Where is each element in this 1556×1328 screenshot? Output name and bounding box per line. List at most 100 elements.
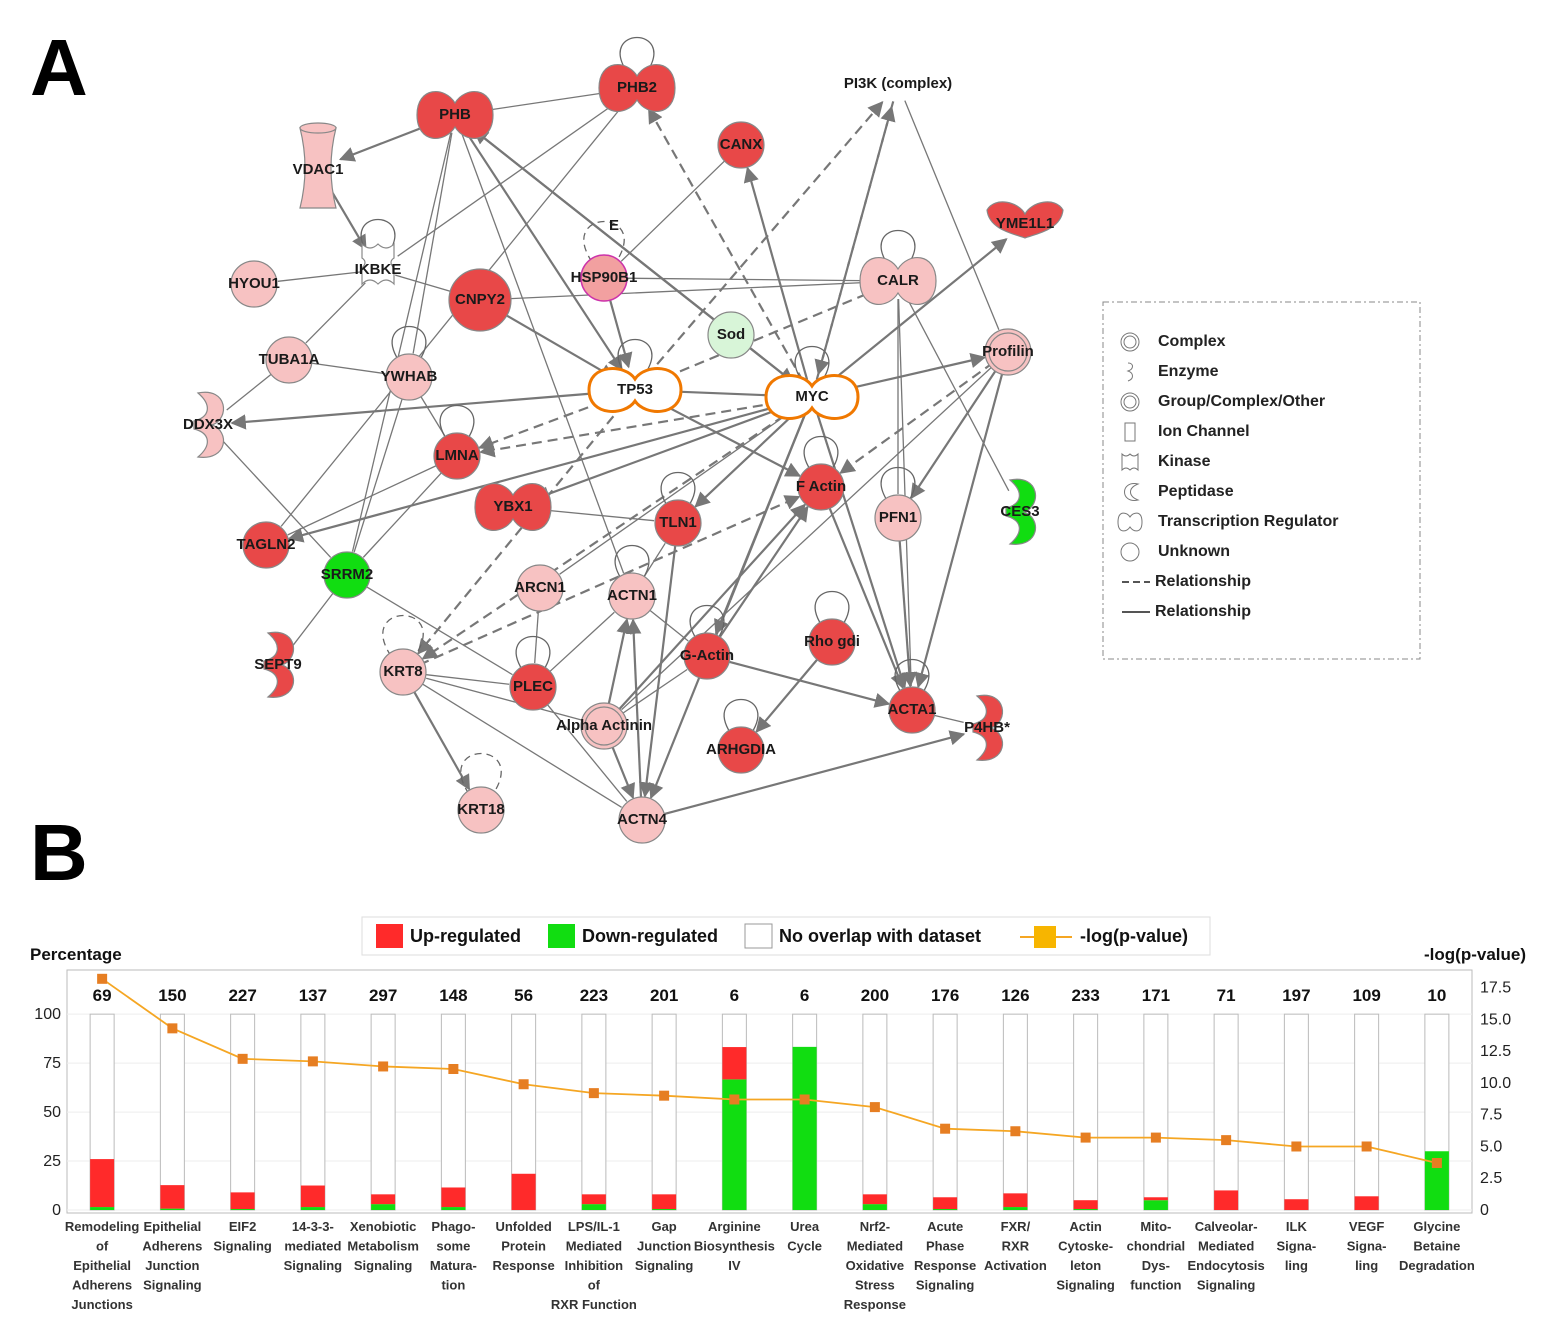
- network-node-tp53[interactable]: TP53: [587, 367, 683, 413]
- network-node-phb[interactable]: PHB: [416, 91, 494, 139]
- category-label: Acute: [927, 1219, 963, 1234]
- network-node-plec[interactable]: PLEC: [509, 663, 557, 711]
- self-loop-edge: [880, 229, 916, 266]
- category-label: Degradation: [1399, 1258, 1475, 1273]
- node-label: DDX3X: [183, 416, 233, 433]
- network-node-arhgdia[interactable]: ARHGDIA: [706, 726, 776, 774]
- network-edge: [226, 370, 276, 411]
- node-label: E: [609, 217, 619, 234]
- network-edge: [929, 713, 964, 724]
- network-node-cnpy2[interactable]: CNPY2: [448, 268, 512, 332]
- network-node-rhogdi[interactable]: Rho gdi: [804, 618, 860, 666]
- node-shape: [988, 332, 1028, 372]
- network-node-arcn1[interactable]: ARCN1: [514, 564, 566, 612]
- network-node-yme1l1[interactable]: YME1L1: [986, 201, 1064, 239]
- category-label: Actin: [1069, 1219, 1102, 1234]
- bar-down: [371, 1204, 396, 1210]
- network-node-ywhab[interactable]: YWHAB: [381, 353, 438, 401]
- legend-label: Relationship: [1155, 573, 1251, 590]
- bar-up: [511, 1173, 536, 1210]
- network-edge: [645, 606, 689, 642]
- node-label: P4HB*: [964, 719, 1010, 736]
- bar-total: [159, 1013, 185, 1211]
- network-edge: [420, 673, 510, 685]
- bar-down: [792, 1046, 817, 1210]
- category-label: Response: [844, 1297, 906, 1312]
- self-loop-edge: [880, 466, 916, 503]
- network-node-canx[interactable]: CANX: [717, 121, 765, 169]
- node-shape: [598, 64, 676, 112]
- bar-total: [651, 1013, 677, 1211]
- network-node-acta1[interactable]: ACTA1: [888, 686, 937, 734]
- network-node-calr[interactable]: CALR: [859, 257, 937, 305]
- network-node-actn1[interactable]: ACTN1: [607, 572, 657, 620]
- node-shape: [608, 572, 656, 620]
- network-node-ybx1[interactable]: YBX1: [474, 483, 552, 531]
- network-node-ikbke[interactable]: IKBKE: [355, 242, 402, 286]
- network-node-e[interactable]: E: [609, 217, 619, 234]
- network-node-krt18[interactable]: KRT18: [457, 786, 505, 834]
- network-node-hsp90b1[interactable]: HSP90B1: [571, 254, 638, 302]
- network-node-tagln2[interactable]: TAGLN2: [237, 521, 296, 569]
- legend-label: Transcription Regulator: [1158, 513, 1338, 530]
- pvalue-marker: [1291, 1141, 1302, 1152]
- network-node-actn4[interactable]: ACTN4: [617, 796, 668, 844]
- network-node-tln1[interactable]: TLN1: [654, 499, 702, 547]
- node-label: CNPY2: [455, 291, 505, 308]
- legend-frame: [1102, 301, 1421, 660]
- category-label: Betaine: [1413, 1239, 1460, 1254]
- category-label: Glycine: [1413, 1219, 1460, 1234]
- legend-item: Kinase: [1121, 452, 1211, 472]
- category-label: Matura-: [430, 1258, 477, 1273]
- network-node-srrm2[interactable]: SRRM2: [321, 551, 374, 599]
- legend-item: Enzyme: [1126, 362, 1219, 382]
- node-shape: [859, 257, 937, 305]
- bar-count-label: 137: [299, 986, 327, 1005]
- network-edge: [543, 700, 628, 802]
- node-shape: [323, 551, 371, 599]
- node-shape: [263, 631, 295, 698]
- legend-item: Peptidase: [1124, 483, 1234, 501]
- bar-count-label: 200: [861, 986, 889, 1005]
- network-edge: [287, 463, 441, 536]
- pvalue-marker: [869, 1102, 880, 1113]
- node-shape: [1005, 478, 1037, 545]
- network-edge: [899, 541, 912, 693]
- category-label: Metabolism: [347, 1239, 419, 1254]
- category-label: Gap: [651, 1219, 676, 1234]
- network-node-tuba1a[interactable]: TUBA1A: [259, 336, 320, 384]
- category-label: Signaling: [213, 1239, 272, 1254]
- bar-count-label: 150: [158, 986, 186, 1005]
- network-node-profilin[interactable]: Profilin: [982, 328, 1034, 376]
- network-node-sod[interactable]: Sod: [707, 311, 755, 359]
- network-node-phb2[interactable]: PHB2: [598, 64, 676, 112]
- category-label: RXR Function: [551, 1297, 637, 1312]
- network-edge: [724, 659, 891, 708]
- bar-count-label: 56: [514, 986, 533, 1005]
- network-node-hyou1[interactable]: HYOU1: [228, 260, 280, 308]
- network-node-factin[interactable]: F Actin: [796, 463, 846, 511]
- network-node-sept9[interactable]: SEPT9: [254, 631, 302, 698]
- network-node-pi3k[interactable]: PI3K (complex): [844, 75, 952, 92]
- network-edge: [755, 655, 822, 733]
- network-edge: [650, 397, 802, 477]
- network-node-p4hb[interactable]: P4HB*: [964, 694, 1010, 761]
- network-edge: [219, 437, 332, 558]
- y2-tick-label: 5.0: [1480, 1138, 1502, 1155]
- network-edge: [904, 100, 1000, 331]
- pvalue-marker: [1431, 1158, 1442, 1168]
- bar-count-label: 223: [580, 986, 608, 1005]
- network-node-ddx3x[interactable]: DDX3X: [183, 391, 233, 458]
- network-node-ces3[interactable]: CES3: [1000, 478, 1040, 545]
- network-node-alphaactinin[interactable]: Alpha Actinin: [556, 702, 652, 750]
- category-label: Nrf2-: [860, 1219, 890, 1234]
- network-node-myc[interactable]: MYC: [764, 374, 860, 420]
- pvalue-marker: [237, 1053, 248, 1064]
- network-node-lmna[interactable]: LMNA: [433, 432, 481, 480]
- network-node-gactin[interactable]: G-Actin: [680, 632, 734, 680]
- network-node-krt8[interactable]: KRT8: [379, 648, 427, 696]
- network-node-pfn1[interactable]: PFN1: [874, 494, 922, 542]
- network-node-vdac1[interactable]: VDAC1: [293, 122, 344, 209]
